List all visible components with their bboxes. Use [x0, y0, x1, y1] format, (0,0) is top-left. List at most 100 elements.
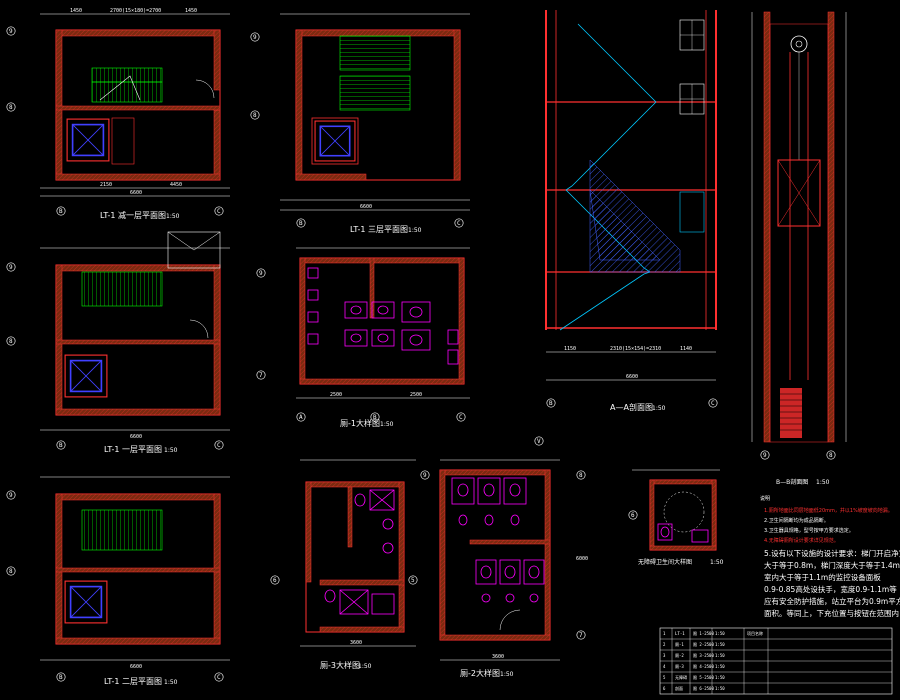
title-block-cell: 1:50 — [715, 675, 725, 680]
title-block-cell: 2 — [663, 642, 666, 647]
axis-9-d: 9 — [9, 492, 13, 499]
axis-8-d: 8 — [9, 568, 13, 575]
axis-7-t2: 7 — [579, 632, 583, 639]
axis-9-t2: 9 — [423, 472, 427, 479]
title-block-cell: 5 — [663, 675, 666, 680]
dim-overall: 6600 — [130, 190, 142, 196]
title-block-cell: 4 — [663, 664, 666, 669]
axis-7-t1: 7 — [259, 372, 263, 379]
title-section-bb: B—B剖面图 — [776, 478, 808, 486]
axis-c-sec: C — [711, 400, 715, 407]
title-block-cell: 1:50 — [715, 664, 725, 669]
note-1: 1.厕所地面比同层地面低20mm，并以1%坡度坡向地漏。 — [764, 507, 893, 514]
note-5-line-6: 面积。等同上，下充位置与按钮在范围内 — [764, 608, 899, 618]
title-block-cell: 限 4-2500 — [693, 663, 714, 669]
axis-c-d: C — [217, 674, 221, 681]
axis-c-b: C — [457, 220, 461, 227]
axis-a-t1: A — [299, 414, 303, 421]
dim-overall-2f: 6600 — [130, 664, 142, 670]
note-5-line-1: 5.设有以下设施的设计要求：梯门开启净宽 — [764, 548, 900, 558]
title-block-cell: 限 1-2500 — [693, 630, 714, 636]
title-block-cell: 1:50 — [715, 653, 725, 658]
axis-8-a: 8 — [9, 104, 13, 111]
dim-overall-1f: 6600 — [130, 434, 142, 440]
title-block-cell: 无障碍 — [675, 674, 687, 680]
scale-section-aa: 1:50 — [652, 405, 666, 412]
title-toilet-1: 厕-1大样图 — [340, 418, 380, 428]
title-block-cell: 限 3-2500 — [693, 652, 714, 658]
axis-b-sec: B — [549, 400, 553, 407]
title-block-cell: 1:50 — [715, 642, 725, 647]
note-5-line-5: 应有安全防护措施，站立平台为0.9m平方形安全 — [764, 596, 900, 606]
title-block-cell: 3 — [663, 653, 666, 658]
title-block-cell: 厕-3 — [675, 663, 684, 669]
title-plan-basement: LT-1 减一层平面图 — [100, 210, 166, 220]
title-block-cell: 项目名称 — [747, 630, 763, 636]
dim-toilet2-depth: 6000 — [576, 556, 588, 562]
dim-toilet1-b: 2500 — [410, 392, 422, 398]
toilet-1-detail: 2500 2500 9 — [256, 247, 470, 428]
axis-5-t3: 5 — [411, 577, 415, 584]
plan-second-floor: 6600 9 8 B C LT-1 二层平面图 1:50 — [6, 476, 230, 686]
axis-c-t1: C — [459, 414, 463, 421]
dim-section-w: 6600 — [626, 374, 638, 380]
plan-basement: 1450 2700(15×180)=2700 1450 2150 4450 66… — [6, 8, 230, 220]
axis-b-t1: B — [373, 414, 377, 421]
axis-8-t2: 8 — [579, 472, 583, 479]
note-3: 3.卫生器具规格，型号按甲方要求选定。 — [764, 527, 854, 534]
scale-toilet-3: 1:50 — [358, 663, 372, 670]
axis-b-a: B — [59, 208, 63, 215]
axis-8-c: 8 — [9, 338, 13, 345]
title-block-cell: 1:50 — [715, 686, 725, 691]
scale-plan-third: 1:50 — [408, 227, 422, 234]
section-b-b: 9 8 B—B剖面图 1:50 — [751, 11, 847, 486]
dim-toilet3: 3600 — [350, 640, 362, 646]
axis-b-c: B — [59, 442, 63, 449]
title-block-cell: 1 — [663, 631, 666, 636]
section-a-a: 1150 2310(15×154)=2310 1140 6600 B C A—A… — [545, 10, 718, 412]
fixture-group-t3 — [324, 489, 395, 615]
axis-9-a: 9 — [9, 28, 13, 35]
title-block-cell: 剖面 — [675, 685, 683, 691]
axis-b-d: B — [59, 674, 63, 681]
axis-9-c: 9 — [9, 264, 13, 271]
title-block-cell: 6 — [663, 686, 666, 691]
axis-c-c: C — [217, 442, 221, 449]
title-accessible: 无障碍卫生间大样图 — [638, 558, 692, 566]
axis-8-secb: 8 — [829, 452, 833, 459]
axis-9-t1: 9 — [259, 270, 263, 277]
title-block-cell: 限 6-2500 — [693, 685, 714, 691]
scale-plan-second: 1:50 — [164, 679, 178, 686]
note-4: 4.无障碍厕所设计要求详见规范。 — [764, 537, 839, 544]
axis-8-b: 8 — [253, 112, 257, 119]
scale-plan-first: 1:50 — [164, 447, 178, 454]
scale-accessible: 1:50 — [710, 559, 724, 566]
dim-top-c: 1450 — [185, 8, 197, 14]
accessible-toilet-detail: 6 无障碍卫生间大样图 1:50 — [628, 469, 724, 566]
scale-toilet-2: 1:50 — [500, 671, 514, 678]
title-section-aa: A—A剖面图 — [610, 402, 653, 412]
title-toilet-2: 厕-2大样图 — [460, 668, 500, 678]
axis-9-b: 9 — [253, 34, 257, 41]
title-block-cell: 1:50 — [715, 631, 725, 636]
title-block-cell: 厕-2 — [675, 652, 684, 658]
note-2: 2.卫生间隔断均为成品隔断。 — [764, 517, 829, 524]
title-block-cell: LT-1 — [675, 631, 685, 636]
dim-section-b: 2310(15×154)=2310 — [610, 346, 661, 352]
scale-toilet-1: 1:50 — [380, 421, 394, 428]
urinal-group — [307, 267, 459, 365]
dim-section-c: 1140 — [680, 346, 692, 352]
dim-top-b: 2700(15×180)=2700 — [110, 8, 161, 14]
dim-overall-3f: 6600 — [360, 204, 372, 210]
title-block-cell: 限 5-2500 — [693, 674, 714, 680]
toilet-2-detail: 3600 6000 V — [420, 436, 588, 678]
plan-third-floor: 6600 9 8 B C LT-1 三层平面图 1:50 — [250, 13, 470, 234]
note-5-line-4: 0.9-0.85高处设扶手，宽度0.9-1.1m等 — [764, 584, 897, 594]
title-plan-first: LT-1 一层平面图 — [104, 445, 162, 454]
dim-top-a: 1450 — [70, 8, 82, 14]
axis-6-acc: 6 — [631, 512, 635, 519]
scale-plan-basement: 1:50 — [166, 213, 180, 220]
axis-c-a: C — [217, 208, 221, 215]
axis-v-t2: V — [537, 438, 541, 445]
